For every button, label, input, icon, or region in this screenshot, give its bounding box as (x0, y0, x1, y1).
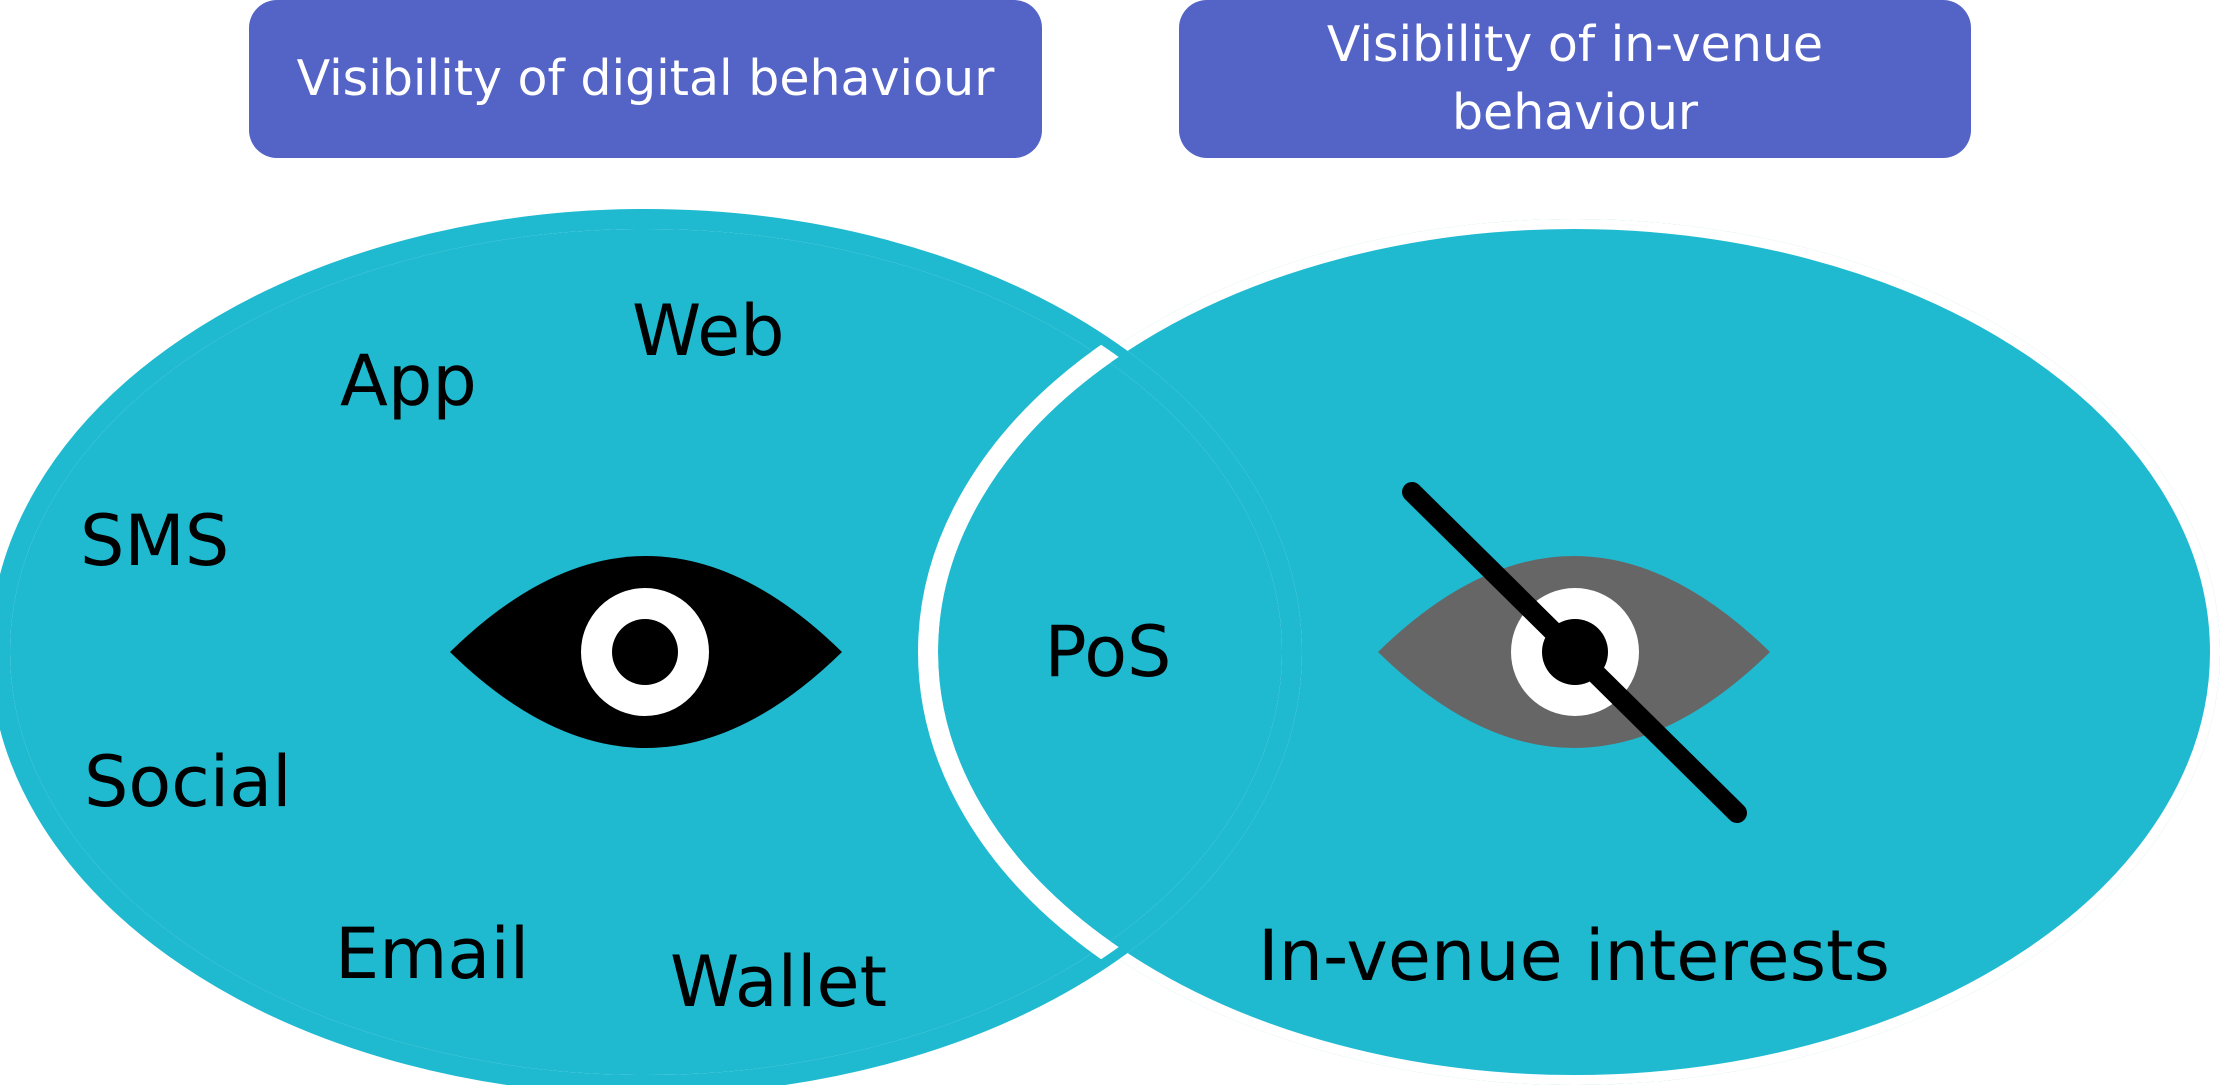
label-venue-interests: In-venue interests (1258, 915, 1890, 997)
label-pos: PoS (1045, 611, 1172, 693)
label-email: Email (335, 913, 529, 995)
label-app: App (340, 340, 477, 422)
venue-visibility-header-text: Visibility of in-venue behaviour (1326, 16, 1824, 141)
eye-icon (450, 556, 842, 748)
label-wallet: Wallet (670, 941, 887, 1023)
label-sms: SMS (80, 500, 229, 582)
digital-visibility-header: Visibility of digital behaviour (249, 0, 1042, 158)
label-social: Social (84, 741, 292, 823)
label-web: Web (632, 290, 785, 372)
eye-slash-icon (1378, 482, 1770, 823)
digital-visibility-header-text: Visibility of digital behaviour (296, 50, 995, 107)
venue-visibility-header: Visibility of in-venue behaviour (1179, 0, 1971, 158)
